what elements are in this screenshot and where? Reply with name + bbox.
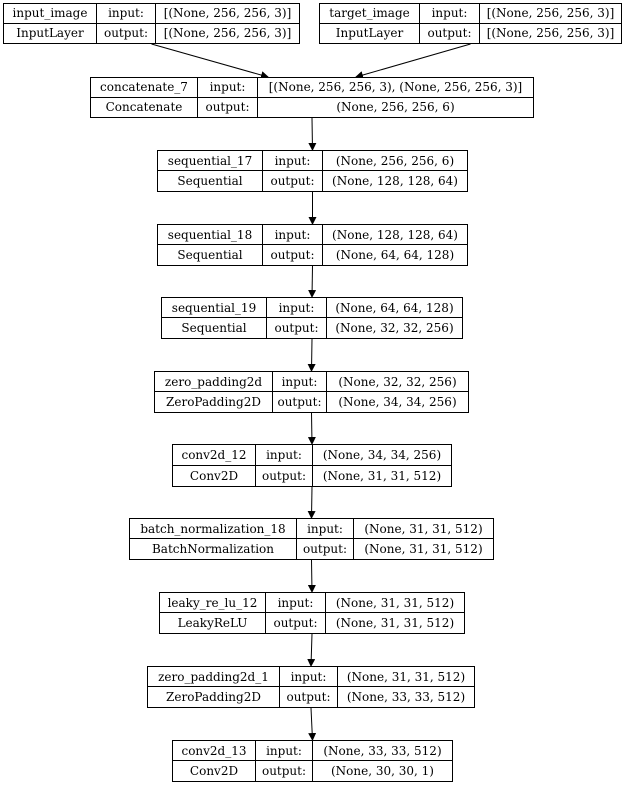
output-label: output: [266, 613, 326, 633]
input-shape: [(None, 256, 256, 3)] [480, 4, 621, 24]
layer-type: Conv2D [173, 761, 256, 781]
input-label: input: [266, 593, 326, 613]
layer-type: Conv2D [173, 465, 256, 486]
output-shape: (None, 32, 32, 256) [335, 321, 454, 335]
edge-sequential-18-to-sequential-19 [308, 265, 317, 298]
output-shape: (None, 31, 31, 512) [322, 468, 442, 483]
input-shape: (None, 34, 34, 256) [313, 445, 451, 466]
layer-name: conv2d_12 [173, 445, 256, 466]
output-shape: [(None, 256, 256, 3)] [486, 26, 615, 41]
output-label: output: [263, 245, 323, 265]
output-label: output: [256, 761, 313, 781]
output-shape: (None, 256, 256, 6) [336, 100, 455, 115]
layer-name: batch_normalization_18 [130, 519, 297, 539]
input-label: input: [256, 741, 313, 761]
output-shape: (None, 128, 128, 64) [332, 174, 458, 188]
input-label: input: [280, 667, 338, 687]
layer-name: sequential_18 [158, 225, 263, 245]
input-label: input: [256, 445, 313, 466]
layer-name: zero_padding2d [155, 372, 273, 392]
layer-name: sequential_19 [162, 298, 267, 318]
layer-name: sequential_17 [158, 151, 263, 171]
input-label: input: [420, 4, 480, 24]
output-shape: (None, 31, 31, 512) [364, 542, 483, 556]
layer-type: BatchNormalization [130, 539, 297, 559]
output-label: output: [198, 97, 258, 117]
input-label: input: [263, 225, 323, 245]
output-label: output: [273, 392, 327, 412]
edge-concatenate-7-to-sequential-17 [308, 117, 317, 151]
layer-type: InputLayer [4, 23, 97, 43]
input-shape: (None, 31, 31, 512) [338, 667, 474, 687]
output-shape: (None, 34, 34, 256) [338, 395, 457, 409]
layer-name: input_image [4, 4, 97, 24]
edge-zero-padding2d-1-to-conv2d-13 [308, 707, 317, 741]
edge-batch-normalization-18-to-leaky-re-lu-12 [307, 559, 316, 593]
layer-name: zero_padding2d_1 [148, 667, 280, 687]
layer-type: LeakyReLU [160, 613, 266, 633]
layer-type: Sequential [158, 245, 263, 265]
input-label: input: [263, 151, 323, 171]
input-label: input: [97, 4, 156, 24]
input-shape: (None, 128, 128, 64) [323, 225, 467, 245]
output-shape: (None, 31, 31, 512) [335, 616, 455, 630]
edge-sequential-19-to-zero-padding2d [307, 338, 316, 372]
output-label: output: [420, 23, 480, 43]
layer-name: conv2d_13 [173, 741, 256, 761]
input-label: input: [267, 298, 327, 318]
input-shape: [(None, 256, 256, 3)] [156, 4, 299, 24]
edge-zero-padding2d-to-conv2d-12 [307, 412, 316, 445]
input-label: input: [297, 519, 354, 539]
input-shape: (None, 33, 33, 512) [313, 741, 452, 761]
input-shape: (None, 256, 256, 6) [323, 151, 467, 171]
edge-leaky-re-lu-12-to-zero-padding2d-1 [307, 633, 316, 667]
layer-type: ZeroPadding2D [155, 392, 273, 412]
output-label: output: [280, 687, 338, 707]
input-shape: (None, 31, 31, 512) [354, 519, 493, 539]
output-label: output: [263, 171, 323, 191]
layer-type: InputLayer [320, 23, 420, 43]
input-label: input: [273, 372, 327, 392]
layer-type: ZeroPadding2D [148, 687, 280, 707]
edge-target-image-to-concatenate-7 [355, 43, 471, 79]
output-shape: (None, 33, 33, 512) [346, 690, 466, 704]
input-shape: [(None, 256, 256, 3), (None, 256, 256, 3… [258, 78, 533, 98]
input-label: input: [198, 78, 258, 98]
output-label: output: [267, 318, 327, 338]
output-label: output: [297, 539, 354, 559]
output-shape: (None, 30, 30, 1) [331, 764, 434, 778]
input-shape: (None, 31, 31, 512) [326, 593, 464, 613]
output-shape: (None, 64, 64, 128) [335, 248, 455, 262]
edge-input-image-to-concatenate-7 [151, 43, 269, 79]
output-shape: [(None, 256, 256, 3)] [163, 26, 292, 41]
layer-type: Concatenate [91, 97, 198, 117]
output-label: output: [256, 465, 313, 486]
layer-type: Sequential [162, 318, 267, 338]
layer-name: concatenate_7 [91, 78, 198, 98]
layer-type: Sequential [158, 171, 263, 191]
output-label: output: [97, 23, 156, 43]
layer-name: leaky_re_lu_12 [160, 593, 266, 613]
layer-name: target_image [320, 4, 420, 24]
edge-conv2d-12-to-batch-normalization-18 [307, 486, 316, 519]
input-shape: (None, 64, 64, 128) [327, 298, 462, 318]
input-shape: (None, 32, 32, 256) [327, 372, 468, 392]
